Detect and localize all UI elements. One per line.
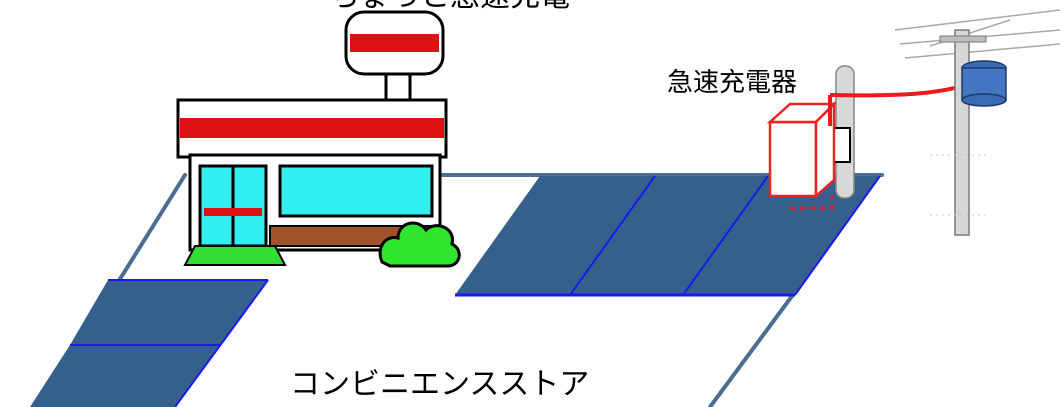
- store-window: [278, 164, 434, 218]
- parking-spaces-left: [30, 279, 269, 407]
- top-caption: ちょっと急速充電: [330, 0, 570, 12]
- utility-pole-icon: [894, 9, 1060, 236]
- parking-space: [455, 176, 655, 295]
- parking-space: [70, 280, 268, 345]
- parking-space: [30, 345, 220, 407]
- store-label: コンビニエンスストア: [290, 367, 590, 402]
- charger-label: 急速充電器: [667, 68, 798, 98]
- quick-charger-icon: [766, 65, 969, 210]
- parking-space: [570, 176, 768, 295]
- convenience-store-icon: [176, 10, 461, 268]
- transformer-icon: [961, 67, 1007, 101]
- grass: [183, 245, 287, 266]
- shrub-icon: [378, 221, 461, 268]
